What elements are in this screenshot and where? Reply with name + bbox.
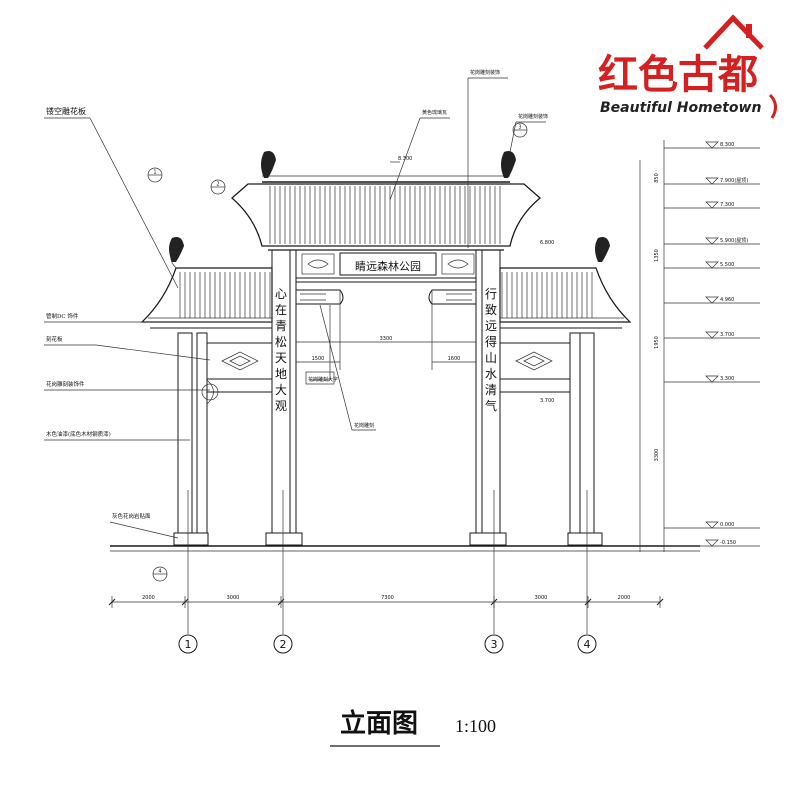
inner-callouts: 花岗雕刻大字 花岗雕刻 xyxy=(305,304,376,431)
couplet-character: 在 xyxy=(275,303,287,317)
drawing-title: 立面图 xyxy=(340,708,418,739)
bottom-dim-label: 3000 xyxy=(535,595,548,601)
callout-carved-panel: 镂空雕花板 xyxy=(46,106,86,116)
drawing-title-block: 立面图 1:100 xyxy=(330,708,496,747)
bottom-dim-label: 2000 xyxy=(618,595,631,601)
left-callouts: 镂空雕花板 管制DC 饰件 刻花板 花岗雕刻装饰件 木色油漆(底色木材钢质漆) … xyxy=(44,106,272,539)
ground-line xyxy=(110,545,700,552)
elevation-label: 7.900(屋顶) xyxy=(720,178,748,184)
couplet-character: 松 xyxy=(275,335,287,349)
callout-ridge-carving: 花岗雕刻装饰 xyxy=(470,69,500,76)
callout-granite-carving: 花岗雕刻 xyxy=(354,422,374,429)
center-inner-dims: 3300 1500 1600 xyxy=(296,290,476,370)
dim-inner-3: 1600 xyxy=(448,356,461,362)
dim-inner-2: 1500 xyxy=(312,356,325,362)
elevation-label: 0.000 xyxy=(720,522,734,528)
right-side-bay xyxy=(499,237,632,546)
left-roof-tiles xyxy=(179,272,271,318)
house-roof-icon xyxy=(703,14,764,50)
couplet-character: 心 xyxy=(275,287,287,301)
left-side-bay xyxy=(140,237,273,546)
vertical-dim-label: 1350 xyxy=(654,249,660,262)
elevation-label: 7.300 xyxy=(720,202,734,208)
grid-axis-label: 1 xyxy=(185,638,192,651)
main-plaque-text: 睛远森林公园 xyxy=(355,259,421,273)
elevation-label: 3.700 xyxy=(720,332,734,338)
elevation-marks: 8.300 7.900(屋顶) 7.300 5.900(屋顶) 5.500 4.960 3.… xyxy=(639,140,760,552)
couplet-character: 观 xyxy=(275,399,287,413)
right-vertical-dims: 850 1350 1950 3300 xyxy=(654,173,660,461)
section-mark-label: 2 xyxy=(216,182,219,188)
center-left-ridge-ornament xyxy=(261,151,276,178)
grid-axis-label: 3 xyxy=(491,638,498,651)
section-mark-label: 1 xyxy=(153,170,156,176)
left-ridge-ornament xyxy=(169,237,184,262)
callout-carved-characters: 花岗雕刻大字 xyxy=(308,376,338,383)
callout-glazed-tiles: 黄色琉璃瓦 xyxy=(422,109,447,116)
callout-grey-granite: 灰色花岗岩贴面 xyxy=(112,512,151,520)
callout-ridge-ornament-small: 花岗雕刻装饰 xyxy=(518,113,548,120)
top-callouts: 黄色琉璃瓦 花岗雕刻装饰 花岗雕刻装饰 8.300 6.800 3.700 xyxy=(389,69,554,404)
couplet-character: 大 xyxy=(275,383,287,397)
grid-axis-bubble xyxy=(484,634,504,654)
grid-axis-bubble xyxy=(273,634,293,654)
callout-granite-ornament: 花岗雕刻装饰件 xyxy=(46,380,85,388)
section-marks: 1 2 3 4 xyxy=(147,122,528,582)
couplet-character: 远 xyxy=(485,319,497,333)
couplet-character: 水 xyxy=(485,367,497,381)
elevation-label: 3.300 xyxy=(720,376,734,382)
logo-chinese-text: 红色古都 xyxy=(598,51,758,98)
center-right-ridge-ornament xyxy=(501,151,516,178)
main-roof-tiles xyxy=(269,186,501,244)
drawing-scale: 1:100 xyxy=(455,716,496,736)
couplet-character: 清 xyxy=(485,383,497,397)
grid-axis-bubble xyxy=(577,634,597,654)
logo-english-text: Beautiful Hometown xyxy=(600,100,761,116)
grid-axis-label: 2 xyxy=(280,638,287,651)
right-roof-tiles xyxy=(501,272,593,318)
vertical-dim-label: 1950 xyxy=(654,336,660,349)
logo-swirl-icon xyxy=(768,93,777,119)
couplet-character: 得 xyxy=(485,334,497,349)
bottom-dim-label: 3000 xyxy=(227,595,240,601)
callout-dc-fittings: 管制DC 饰件 xyxy=(46,312,79,320)
grid-axes: 1 2 3 4 xyxy=(178,490,597,654)
couplet-character: 青 xyxy=(275,319,287,333)
mid-elev-3: 3.700 xyxy=(540,398,554,404)
bottom-dim-label: 2000 xyxy=(142,595,155,601)
bottom-dim-label: 7300 xyxy=(381,595,394,601)
vertical-dim-label: 3300 xyxy=(654,449,660,462)
mid-elev-1: 8.300 xyxy=(398,156,412,162)
right-ridge-ornament xyxy=(595,237,610,262)
grid-axis-label: 4 xyxy=(584,638,591,651)
couplet-character: 致 xyxy=(485,303,497,317)
callout-engraved-panel: 刻花板 xyxy=(46,335,63,343)
house-chimney-icon xyxy=(746,24,752,38)
elevation-label: 8.300 xyxy=(720,142,734,148)
brand-logo: 红色古都 Beautiful Hometown xyxy=(598,14,777,119)
dim-inner-1: 3300 xyxy=(380,336,393,342)
elevation-label: -0.150 xyxy=(720,540,736,546)
elevation-label: 4.960 xyxy=(720,297,734,303)
mid-elev-2: 6.800 xyxy=(540,240,554,246)
couplet-character: 行 xyxy=(485,287,497,301)
elevation-label: 5.500 xyxy=(720,262,734,268)
couplet-character: 山 xyxy=(485,351,497,365)
bottom-dimension-chain: 2000 3000 7300 3000 2000 xyxy=(108,595,664,608)
grid-axis-bubble xyxy=(178,634,198,654)
vertical-dim-label: 850 xyxy=(654,173,660,183)
section-mark-label: 3 xyxy=(518,125,521,131)
section-mark-label: 4 xyxy=(158,569,161,575)
couplet-character: 天 xyxy=(275,351,287,365)
elevation-label: 5.900(屋顶) xyxy=(720,238,748,244)
couplet-character: 地 xyxy=(275,367,287,381)
couplet-character: 气 xyxy=(485,398,497,413)
callout-wood-paint: 木色油漆(底色木材钢质漆) xyxy=(46,430,111,438)
